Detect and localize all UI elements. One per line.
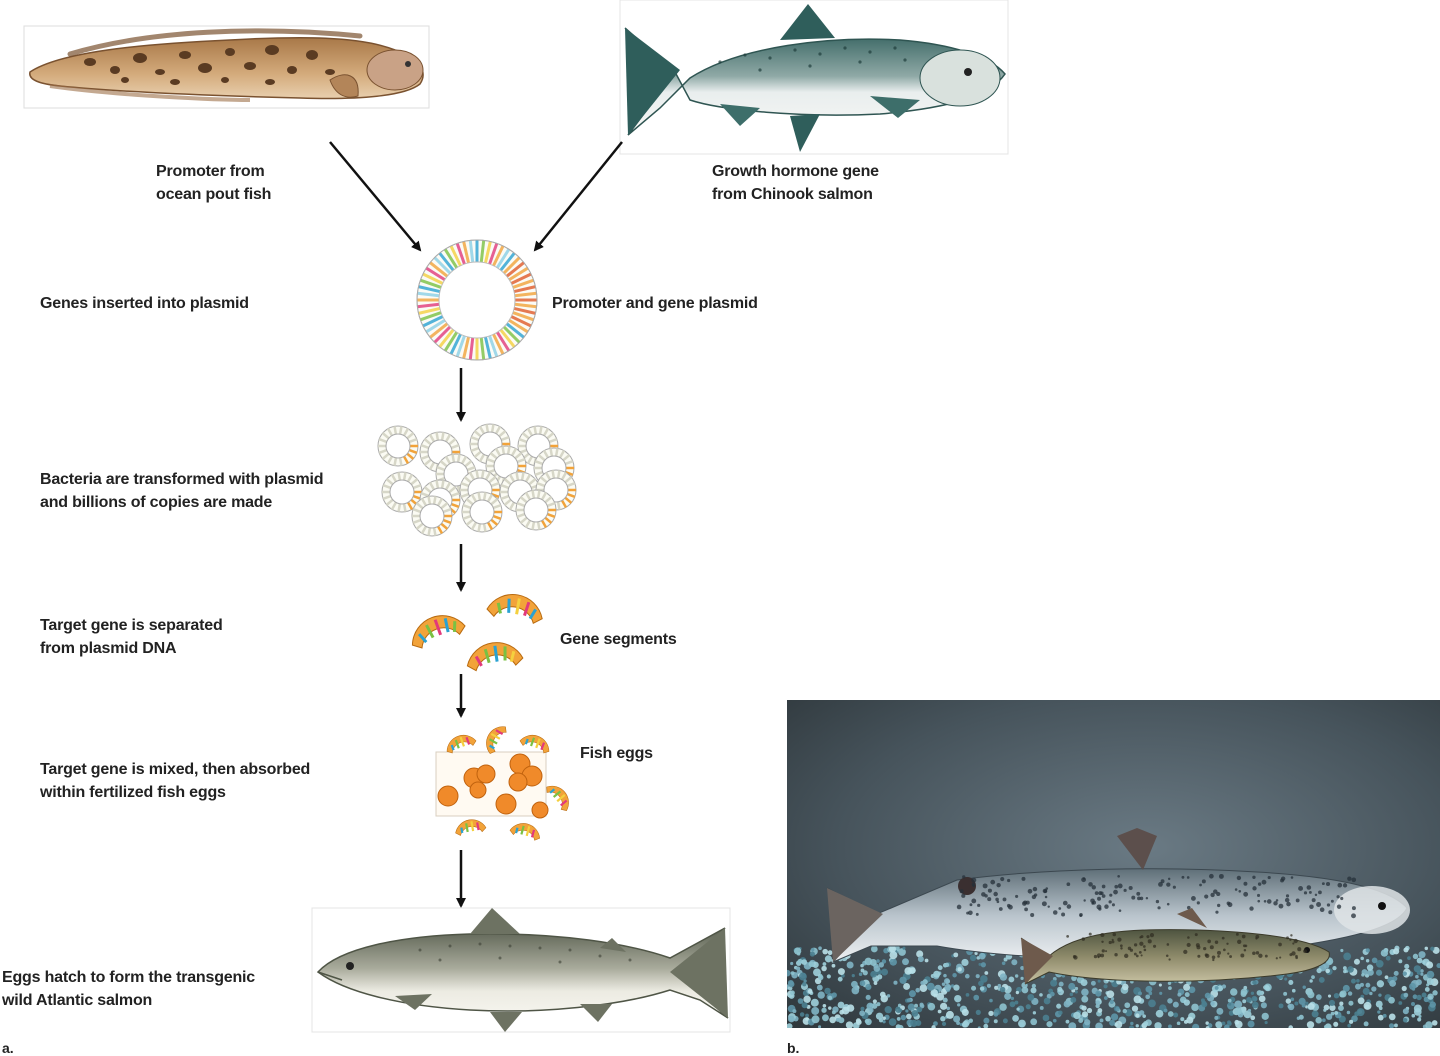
gene-segments-illustration (411, 593, 543, 672)
atlantic-salmon-illustration (311, 907, 731, 1033)
label-bacteria: Bacteria are transformed with plasmid an… (40, 471, 324, 511)
label-fish-eggs: Fish eggs (580, 745, 653, 762)
salmon-comparison-photo (787, 700, 1440, 1028)
label-gene-segments: Gene segments (560, 631, 677, 648)
label-eggs-hatch: Eggs hatch to form the transgenic wild A… (2, 969, 255, 1009)
fish-eggs-illustration (435, 726, 569, 841)
ocean-pout-illustration (23, 25, 430, 109)
label-target-mixed: Target gene is mixed, then absorbed with… (40, 761, 311, 801)
label-genes-inserted: Genes inserted into plasmid (40, 295, 249, 312)
label-target-separated: Target gene is separated from plasmid DN… (40, 617, 223, 657)
chinook-salmon-illustration (619, 0, 1009, 155)
plasmid-ring (416, 239, 538, 361)
flow-arrows (329, 141, 623, 908)
label-plasmid: Promoter and gene plasmid (552, 295, 758, 312)
panel-letter-b: b. (787, 1040, 800, 1056)
panel-letter-a: a. (2, 1040, 14, 1056)
label-promoter: Promoter from ocean pout fish (156, 163, 272, 203)
label-growth-hormone-gene: Growth hormone gene from Chinook salmon (712, 163, 879, 203)
plasmid-copies (377, 423, 577, 537)
